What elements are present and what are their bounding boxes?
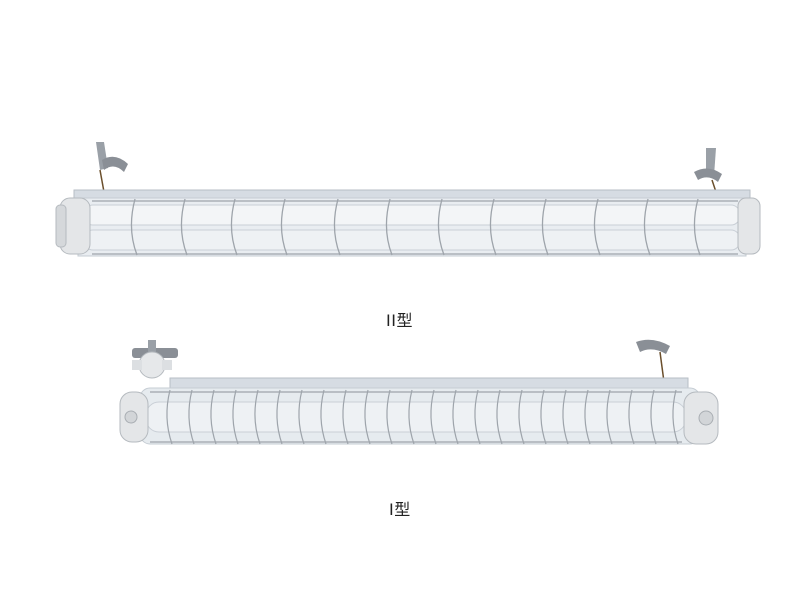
mounting-bracket-left: [96, 142, 128, 193]
mounting-bracket-right-2: [636, 339, 670, 383]
type-label-ii: II型: [386, 311, 413, 330]
type-label-i: I型: [389, 500, 411, 519]
mounting-bracket-right: [694, 148, 722, 193]
wire-guard-2: [150, 389, 682, 445]
end-cap-right-2: [683, 391, 719, 445]
light-tube-single: [145, 401, 687, 433]
end-cap-left-2: [119, 391, 149, 443]
end-cap-left: [55, 197, 91, 255]
wire-guard: [92, 198, 738, 256]
mounting-bracket-left-2: [132, 340, 178, 379]
end-cap-right: [737, 197, 761, 255]
